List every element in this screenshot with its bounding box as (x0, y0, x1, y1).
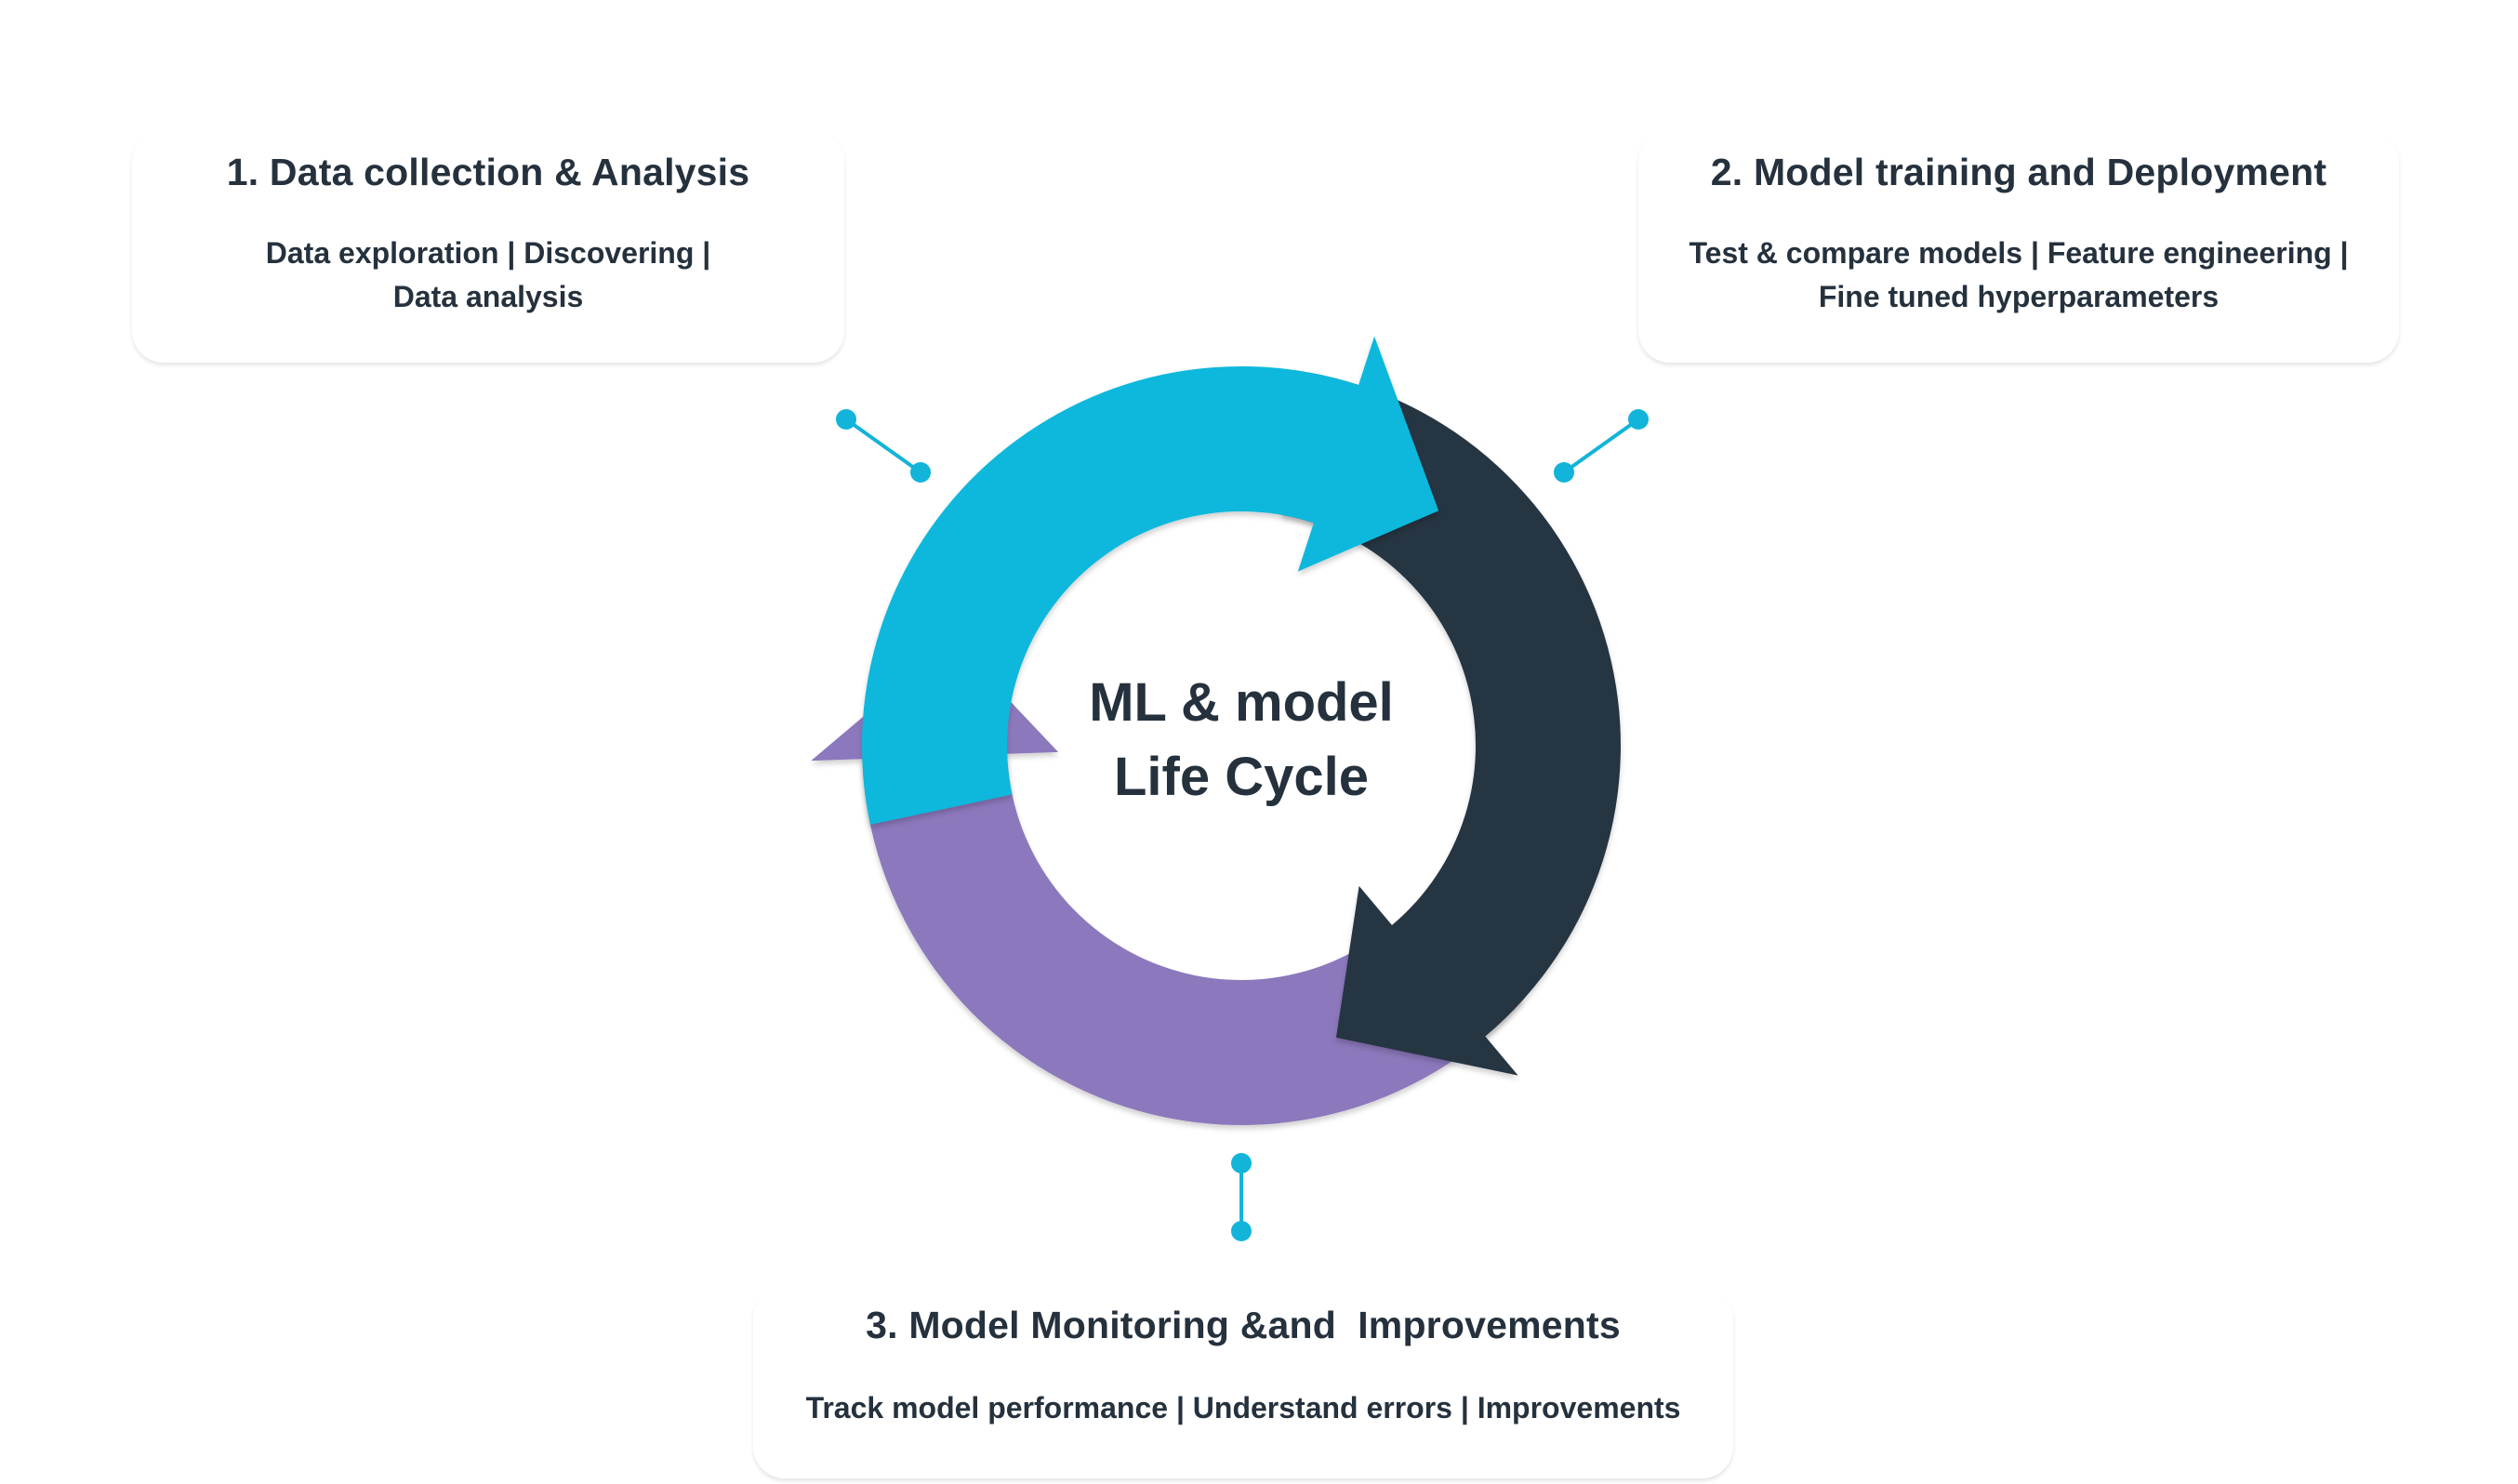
stage-2-title: 2. Model training and Deployment (1710, 151, 2327, 193)
connector-stage-3 (1231, 1153, 1252, 1241)
stage-3-desc-line-1: Track model performance | Understand err… (805, 1391, 1681, 1424)
connector-stage-1 (836, 409, 931, 483)
stage-1-card: 1. Data collection & Analysis Data explo… (132, 130, 844, 363)
stage-3-card: 3. Model Monitoring &and Improvements Tr… (753, 1288, 1733, 1478)
center-title-line-1: ML & model (1089, 672, 1394, 733)
stage-2-desc-line-1: Test & compare models | Feature engineer… (1689, 236, 2349, 270)
connector-stage-2 (1554, 409, 1649, 483)
diagram-center-title: ML & model Life Cycle (1009, 666, 1474, 815)
arc-arrow-stage-2 (1281, 372, 1622, 1076)
stage-2-description: Test & compare models | Feature engineer… (1638, 232, 2399, 319)
stage-1-desc-line-2: Data analysis (392, 280, 584, 313)
center-title-line-2: Life Cycle (1114, 747, 1369, 807)
stage-1-desc-line-1: Data exploration | Discovering | (265, 236, 711, 270)
arc-arrow-stage-1 (862, 336, 1439, 825)
stage-1-title: 1. Data collection & Analysis (226, 151, 750, 193)
stage-2-card: 2. Model training and Deployment Test & … (1638, 130, 2399, 363)
stage-1-description: Data exploration | Discovering | Data an… (132, 232, 844, 319)
stage-3-description: Track model performance | Understand err… (753, 1386, 1733, 1430)
stage-3-title: 3. Model Monitoring &and Improvements (866, 1304, 1621, 1346)
stage-2-desc-line-2: Fine tuned hyperparameters (1818, 280, 2220, 313)
